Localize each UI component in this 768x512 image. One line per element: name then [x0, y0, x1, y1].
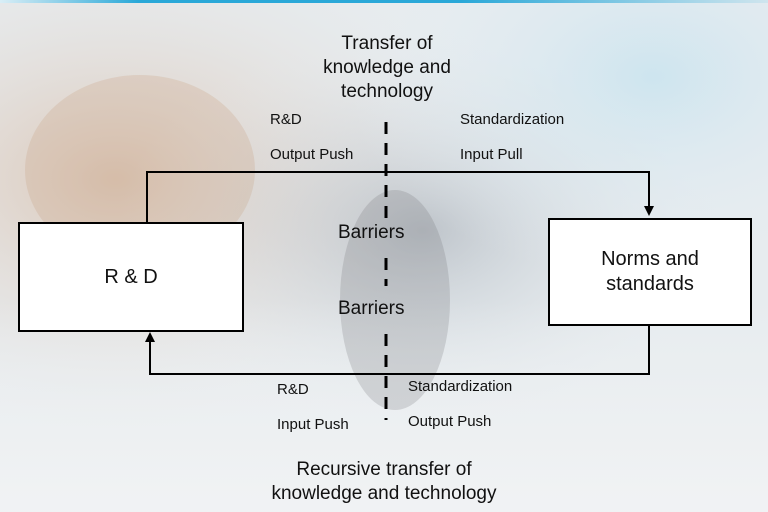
standardization-output-line-1: Standardization — [408, 378, 513, 395]
norms-box-line-1: Norms and — [601, 248, 699, 270]
bottom-flow-arrow — [145, 322, 650, 375]
rd-output-label: R&D Output Push — [270, 111, 353, 164]
recursive-transfer-label: Recursive transfer of knowledge and tech… — [234, 458, 534, 506]
standardization-output-label: Standardization Output Push — [408, 378, 512, 431]
standardization-input-label: Standardization Input Pull — [460, 111, 564, 164]
rd-box: R & D — [18, 222, 244, 332]
norms-box-line-2: standards — [606, 273, 694, 295]
recursive-transfer-line-1: Recursive transfer of — [296, 459, 472, 480]
barriers-label-top: Barriers — [338, 222, 405, 243]
rd-box-label: R & D — [104, 265, 158, 288]
rd-input-line-2: Input Push — [277, 416, 349, 433]
rd-output-line-1: R&D — [270, 111, 302, 128]
recursive-transfer-line-2: knowledge and technology — [271, 483, 497, 504]
standardization-input-line-2: Input Pull — [460, 146, 523, 163]
transfer-label: Transfer of knowledge and technology — [302, 32, 472, 104]
top-flow-arrow — [146, 171, 654, 222]
transfer-label-line-1: Transfer of — [341, 33, 433, 54]
transfer-label-line-3: technology — [341, 81, 433, 102]
header-accent-line — [0, 0, 768, 3]
norms-standards-box: Norms and standards — [548, 218, 752, 326]
standardization-output-line-2: Output Push — [408, 413, 492, 430]
rd-input-line-1: R&D — [277, 381, 309, 398]
rd-input-label: R&D Input Push — [277, 381, 349, 434]
rd-output-line-2: Output Push — [270, 146, 354, 163]
transfer-label-line-2: knowledge and — [323, 57, 451, 78]
standardization-input-line-1: Standardization — [460, 111, 565, 128]
barriers-label-bottom: Barriers — [338, 298, 405, 319]
